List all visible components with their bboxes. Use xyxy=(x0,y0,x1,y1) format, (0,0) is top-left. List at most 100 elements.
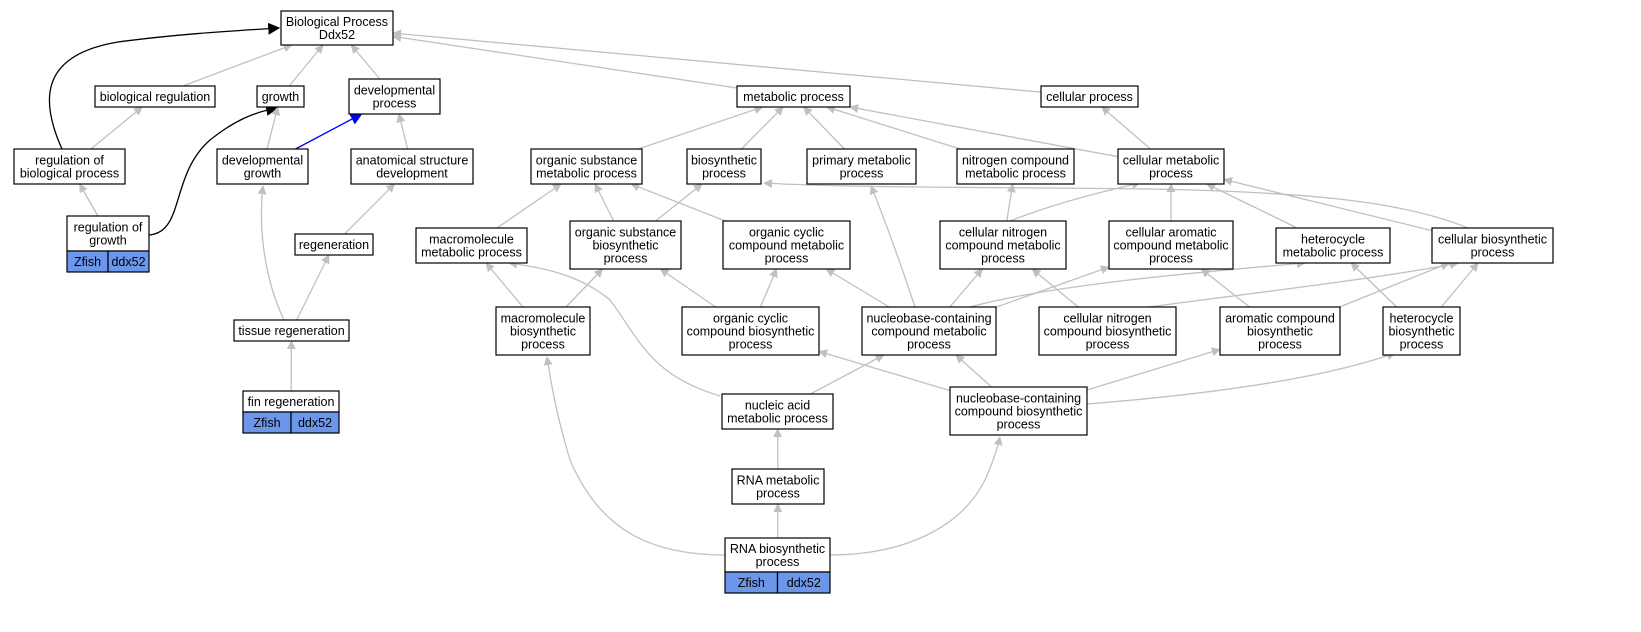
annotation-species-label: Zfish xyxy=(74,255,101,269)
edge-is-a-metabolic-process-to-root xyxy=(392,33,738,89)
annotation-gene-label: ddx52 xyxy=(111,255,145,269)
edge-is-a-nucleobase-containing-compound-metabolic-process-to-primary-metabolic-process xyxy=(869,185,916,308)
edge-line xyxy=(630,182,726,222)
edge-is-a-aromatic-compound-biosynthetic-process-to-cellular-aromatic-compound-metabolic-process xyxy=(1200,268,1251,308)
node-label-line: process xyxy=(756,555,800,569)
edge-is-a-organic-cyclic-compound-biosynthetic-process-to-organic-cyclic-compound-metabolic-process xyxy=(759,268,778,308)
edge-is-a-developmental-growth-to-growth xyxy=(266,106,281,150)
node-box xyxy=(256,85,305,108)
node-label-line: growth xyxy=(244,166,282,180)
node-box xyxy=(721,393,834,430)
node-label-line: organic substance xyxy=(536,153,638,167)
edge-line xyxy=(829,436,1003,556)
edge-line xyxy=(90,106,143,150)
edge-line xyxy=(392,29,1042,93)
edge-line xyxy=(740,106,784,150)
edge-is-a-nucleobase-containing-compound-metabolic-process-to-organic-cyclic-compound-metabolic-process xyxy=(825,268,890,308)
annotation-gene-cell xyxy=(290,411,340,434)
annotation-table: Zfish ddx52 xyxy=(66,250,150,273)
node-growth[interactable]: growth xyxy=(256,85,305,108)
edge-is-a-developmental-process-to-root xyxy=(350,44,381,80)
node-box xyxy=(530,148,643,185)
edge-line xyxy=(1086,351,1396,405)
node-label-line: process xyxy=(907,337,951,351)
node-label-line: regeneration xyxy=(299,238,369,252)
edge-is-a-organic-substance-metabolic-process-to-metabolic-process xyxy=(638,105,764,150)
node-regeneration[interactable]: regeneration xyxy=(294,233,374,256)
edge-is-a-organic-cyclic-compound-metabolic-process-to-organic-substance-metabolic-process xyxy=(630,182,726,222)
edge-is-a-nucleic-acid-metabolic-process-to-nucleobase-containing-compound-metabolic-process xyxy=(810,354,885,395)
node-box xyxy=(1038,306,1177,356)
node-label-line: nucleobase-containing xyxy=(956,391,1081,405)
edge-line xyxy=(638,105,764,150)
node-box xyxy=(956,148,1075,185)
edge-line xyxy=(1200,268,1251,308)
edge-is-a-biosynthetic-process-to-metabolic-process xyxy=(740,106,784,150)
node-biological-regulation[interactable]: biological regulation xyxy=(94,85,216,108)
edge-line xyxy=(1009,180,1141,222)
edge-is-a-biological-regulation-to-root xyxy=(182,43,293,87)
annotation-gene-label: ddx52 xyxy=(298,416,332,430)
edge-is-a-regulation-of-growth-to-regulation-of-biological-process xyxy=(79,183,99,217)
node-label-line: macromolecule xyxy=(501,311,586,325)
edge-line xyxy=(1440,262,1479,308)
node-label-line: process xyxy=(1149,251,1193,265)
node-label-line: cellular process xyxy=(1046,90,1133,104)
node-label-line: organic cyclic xyxy=(749,225,824,239)
node-box xyxy=(861,306,997,356)
edge-is-a-nucleobase-containing-compound-metabolic-process-to-cellular-nitrogen-compound-metabolic-process xyxy=(949,268,983,308)
node-tissue-regeneration[interactable]: tissue regeneration xyxy=(233,319,350,342)
edge-line xyxy=(810,354,885,395)
node-box xyxy=(94,85,216,108)
node-box xyxy=(495,306,591,356)
node-metabolic-process[interactable]: metabolic process xyxy=(736,85,851,108)
node-label-line: biosynthetic xyxy=(1388,324,1454,338)
node-label-line: cellular metabolic xyxy=(1123,153,1220,167)
node-label-line: process xyxy=(729,337,773,351)
edge-line xyxy=(1086,347,1221,391)
edge-line xyxy=(266,106,281,150)
node-box xyxy=(280,10,394,46)
edge-line xyxy=(1006,183,1016,222)
node-label-line: compound metabolic xyxy=(871,324,986,338)
node-label-line: compound metabolic xyxy=(729,238,844,252)
node-cellular-process[interactable]: cellular process xyxy=(1040,85,1139,108)
node-label-line: metabolic process xyxy=(536,166,637,180)
node-box xyxy=(722,220,851,270)
node-box xyxy=(681,306,820,356)
node-box xyxy=(736,85,851,108)
node-label-line: compound biosynthetic xyxy=(687,324,815,338)
node-label-line: Biological Process xyxy=(286,15,388,29)
